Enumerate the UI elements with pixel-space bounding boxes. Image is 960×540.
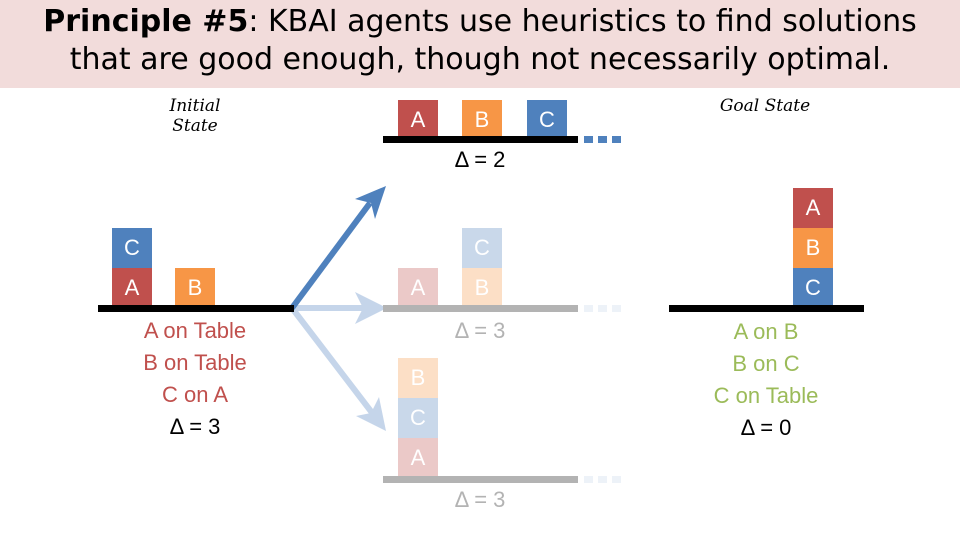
initial-fact-2: B on Table [143, 350, 247, 375]
bottom-block-c: C [398, 398, 438, 438]
goal-block-c: C [793, 268, 833, 308]
banner-line-1: Principle #5: KBAI agents use heuristics… [0, 4, 960, 39]
arrow-to-top [289, 201, 373, 310]
banner-line-1-text: : KBAI agents use heuristics to find sol… [248, 4, 917, 39]
initial-fact-3: C on A [161, 382, 229, 407]
initial-block-c: C [112, 228, 152, 268]
middle-delta: Δ = 3 [454, 318, 506, 343]
goal-facts: A on B B on C C on Table Δ = 0 [646, 316, 886, 444]
top-block-b: B [462, 100, 502, 140]
goal-state-label: Goal State [719, 96, 811, 116]
bottom-block-b: B [398, 358, 438, 398]
arrow-to-middle-head [355, 292, 387, 324]
bottom-ellipsis [584, 476, 621, 483]
bottom-block-a: A [398, 438, 438, 478]
middle-block-c: C [462, 228, 502, 268]
middle-ellipsis [584, 305, 621, 312]
banner-line-2: that are good enough, though not necessa… [69, 42, 891, 77]
top-block-c: C [527, 100, 567, 140]
principle-banner: Principle #5: KBAI agents use heuristics… [0, 0, 960, 88]
arrow-to-top-head [355, 186, 386, 219]
goal-fact-1: A on B [733, 319, 799, 344]
initial-delta: Δ = 3 [169, 414, 221, 439]
top-delta: Δ = 2 [454, 147, 506, 172]
top-ellipsis [584, 136, 621, 143]
initial-state-label: Initial State [150, 96, 240, 136]
initial-block-b: B [175, 268, 215, 308]
initial-facts: A on Table B on Table C on A Δ = 3 [75, 315, 315, 443]
middle-block-a: A [398, 268, 438, 308]
principle-number: Principle #5 [43, 4, 249, 39]
goal-block-a: A [793, 188, 833, 228]
initial-state-label-line-1: Initial [169, 96, 221, 116]
initial-state-label-line-2: State [172, 116, 218, 136]
initial-fact-1: A on Table [143, 318, 247, 343]
middle-block-b: B [462, 268, 502, 308]
top-block-a: A [398, 100, 438, 140]
goal-block-b: B [793, 228, 833, 268]
goal-table [669, 305, 864, 312]
goal-delta: Δ = 0 [740, 415, 792, 440]
arrow-to-bottom [289, 306, 376, 416]
goal-fact-2: B on C [732, 351, 800, 376]
initial-block-a: A [112, 268, 152, 308]
top-table [383, 136, 578, 143]
bottom-table [383, 476, 578, 483]
bottom-delta: Δ = 3 [454, 487, 506, 512]
initial-table [98, 305, 294, 312]
arrow-to-bottom-head [356, 397, 386, 431]
middle-table [383, 305, 578, 312]
goal-fact-3: C on Table [713, 383, 819, 408]
